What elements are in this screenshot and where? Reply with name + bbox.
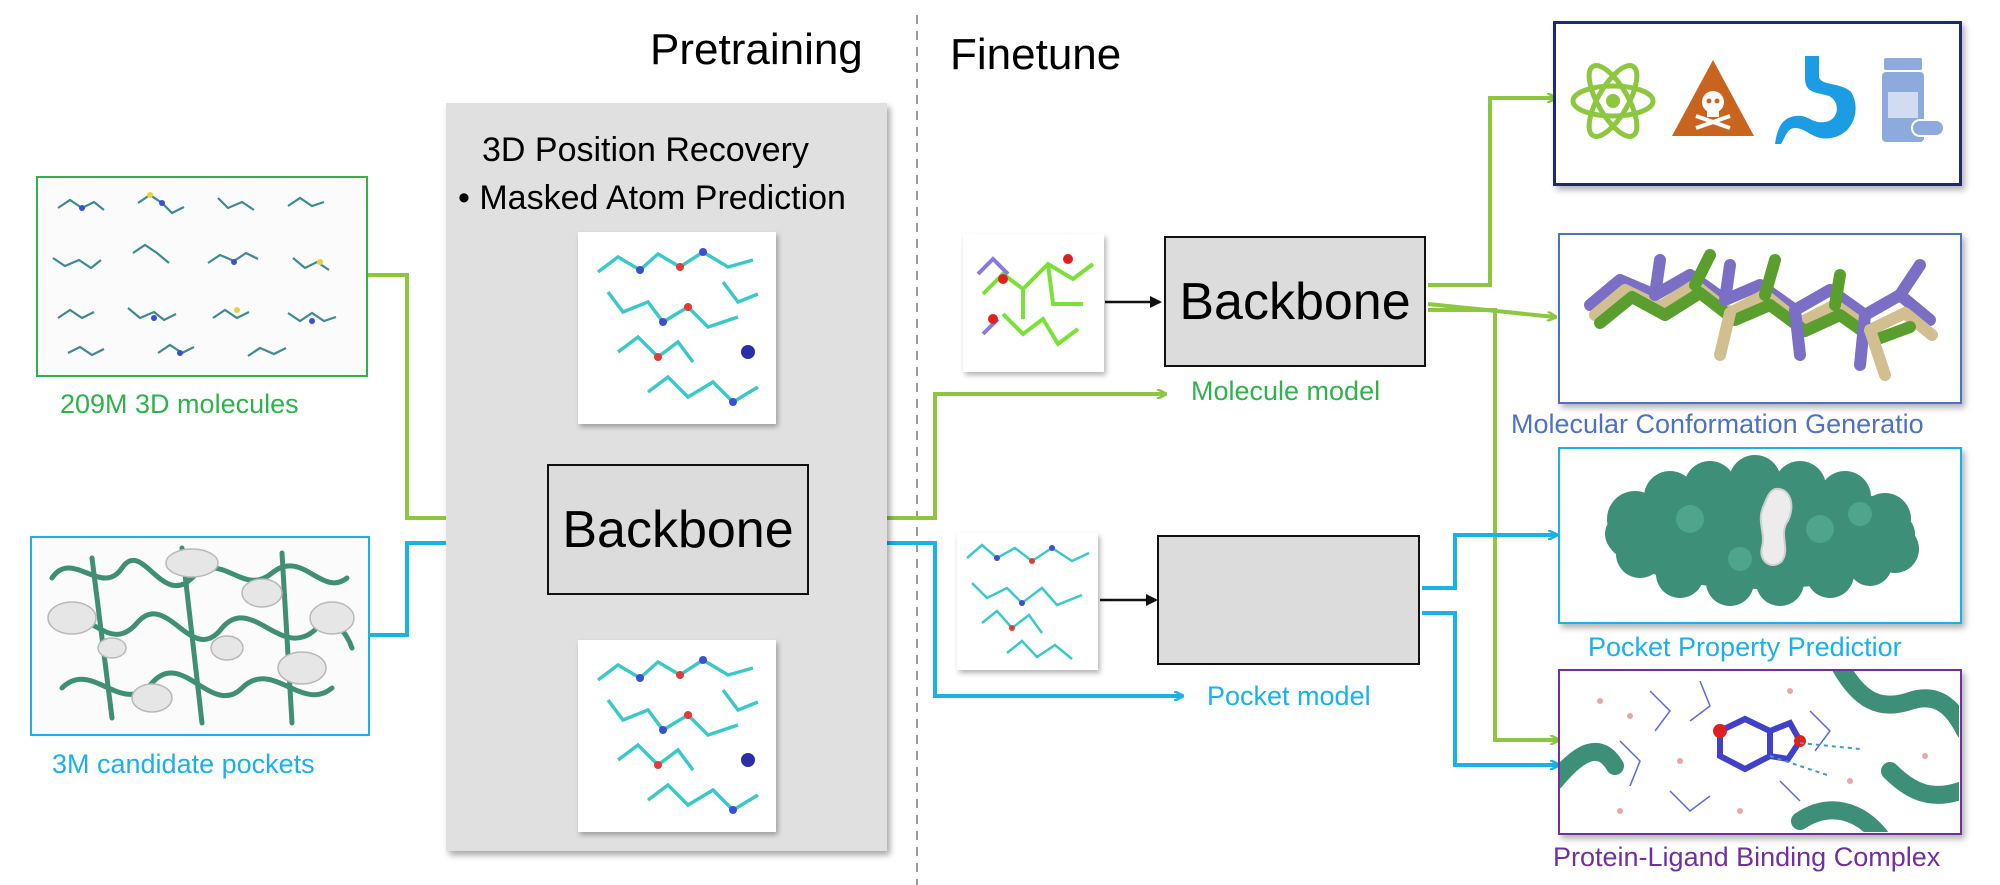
pockets-dataset-image [30, 536, 370, 736]
task-masked-atom: • Masked Atom Prediction [458, 179, 846, 217]
stomach-icon [1771, 52, 1861, 147]
arrow-mol-to-properties [1428, 98, 1555, 287]
pretrain-input-image [578, 232, 776, 424]
arrow-mol-to-binding [1428, 308, 1558, 740]
pocket-model-label: Pocket model [1207, 681, 1371, 711]
conformation-card [1558, 233, 1962, 404]
pretrain-backbone: Backbone [547, 464, 809, 595]
pocket-property-label: Pocket Property Predictior [1588, 632, 1902, 662]
title-pretraining: Pretraining [650, 25, 863, 74]
arrow-pocket-to-binding [1422, 611, 1558, 765]
pill-bottle-icon [1878, 54, 1948, 149]
conformation-label: Molecular Conformation Generatio [1511, 409, 1924, 439]
arrow-pocket-to-property [1422, 535, 1556, 590]
finetune-molecule-backbone: Backbone [1164, 236, 1426, 367]
title-finetune: Finetune [950, 30, 1122, 79]
molecules-dataset-image [36, 176, 368, 377]
toxicity-hazard-icon [1668, 54, 1758, 144]
binding-complex-card [1558, 669, 1962, 835]
binding-complex-label: Protein-Ligand Binding Complex [1553, 842, 1941, 872]
pretrain-output-image [578, 640, 776, 832]
finetune-molecule-image [963, 234, 1104, 372]
finetune-pocket-image [957, 533, 1098, 670]
pocket-property-card [1558, 447, 1962, 624]
atom-icon [1568, 56, 1658, 146]
molecules-dataset-label: 209M 3D molecules [60, 389, 299, 419]
task-position-recovery: 3D Position Recovery [482, 131, 809, 169]
molecule-model-label: Molecule model [1191, 376, 1381, 406]
finetune-pocket-model-box [1157, 535, 1420, 665]
property-prediction-card [1553, 21, 1962, 186]
pockets-dataset-label: 3M candidate pockets [52, 749, 315, 779]
